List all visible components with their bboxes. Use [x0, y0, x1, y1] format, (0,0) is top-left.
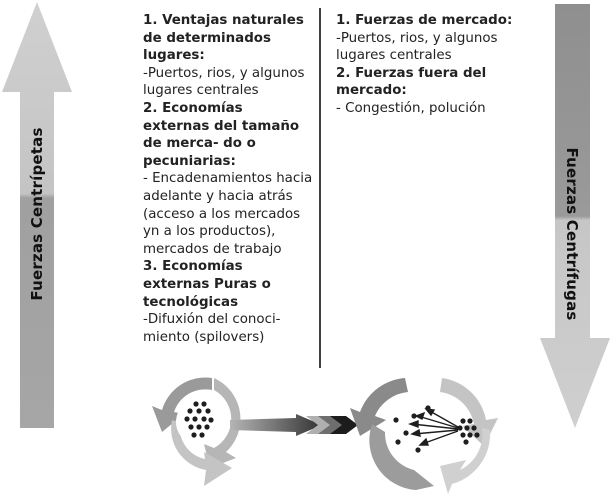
- item-text: -Puertos, rios, y algunos lugares centra…: [143, 65, 305, 99]
- centrifugal-item: 2. Fuerzas fuera del mercado: - Congesti…: [336, 65, 516, 118]
- centrifugal-forces-list: 1. Fuerzas de mercado: -Puertos, rios, y…: [336, 12, 516, 118]
- agglomeration-dots: [184, 401, 214, 438]
- item-text: -Difuxión del conoci- miento (spilovers): [143, 312, 281, 345]
- item-text: - Congestión, polución: [336, 100, 486, 116]
- dispersion-cycle: [350, 378, 498, 494]
- transition-arrow: [230, 414, 358, 436]
- centripetal-label: Fuerzas Centrípetas: [28, 127, 46, 301]
- agglomeration-cycle: [152, 377, 241, 486]
- item-heading: 1. Fuerzas de mercado:: [336, 13, 513, 28]
- centripetal-arrow: [2, 2, 72, 428]
- item-heading: 2. Fuerzas fuera del mercado:: [336, 65, 487, 99]
- centripetal-item: 1. Ventajas naturales de determinados lu…: [143, 12, 313, 100]
- centripetal-item: 2. Economías externas del tamaño de merc…: [143, 100, 313, 258]
- item-heading: 1. Ventajas naturales de determinados lu…: [143, 13, 304, 64]
- item-heading: 2. Economías externas del tamaño de merc…: [143, 100, 300, 169]
- item-heading: 3. Economías externas Puras o tecnológic…: [143, 259, 271, 310]
- centripetal-item: 3. Economías externas Puras o tecnológic…: [143, 258, 313, 346]
- centrifugal-label: Fuerzas Centrífugas: [563, 147, 581, 321]
- dispersion-arrows: [408, 408, 459, 446]
- centrifugal-item: 1. Fuerzas de mercado: -Puertos, rios, y…: [336, 12, 516, 65]
- centripetal-forces-list: 1. Ventajas naturales de determinados lu…: [143, 12, 313, 346]
- centrifugal-arrow: [540, 4, 610, 428]
- item-text: -Puertos, rios, y algunos lugares centra…: [336, 30, 498, 64]
- item-text: - Encadenamientos hacia adelante y hacia…: [143, 171, 313, 257]
- dispersion-dots: [393, 405, 480, 453]
